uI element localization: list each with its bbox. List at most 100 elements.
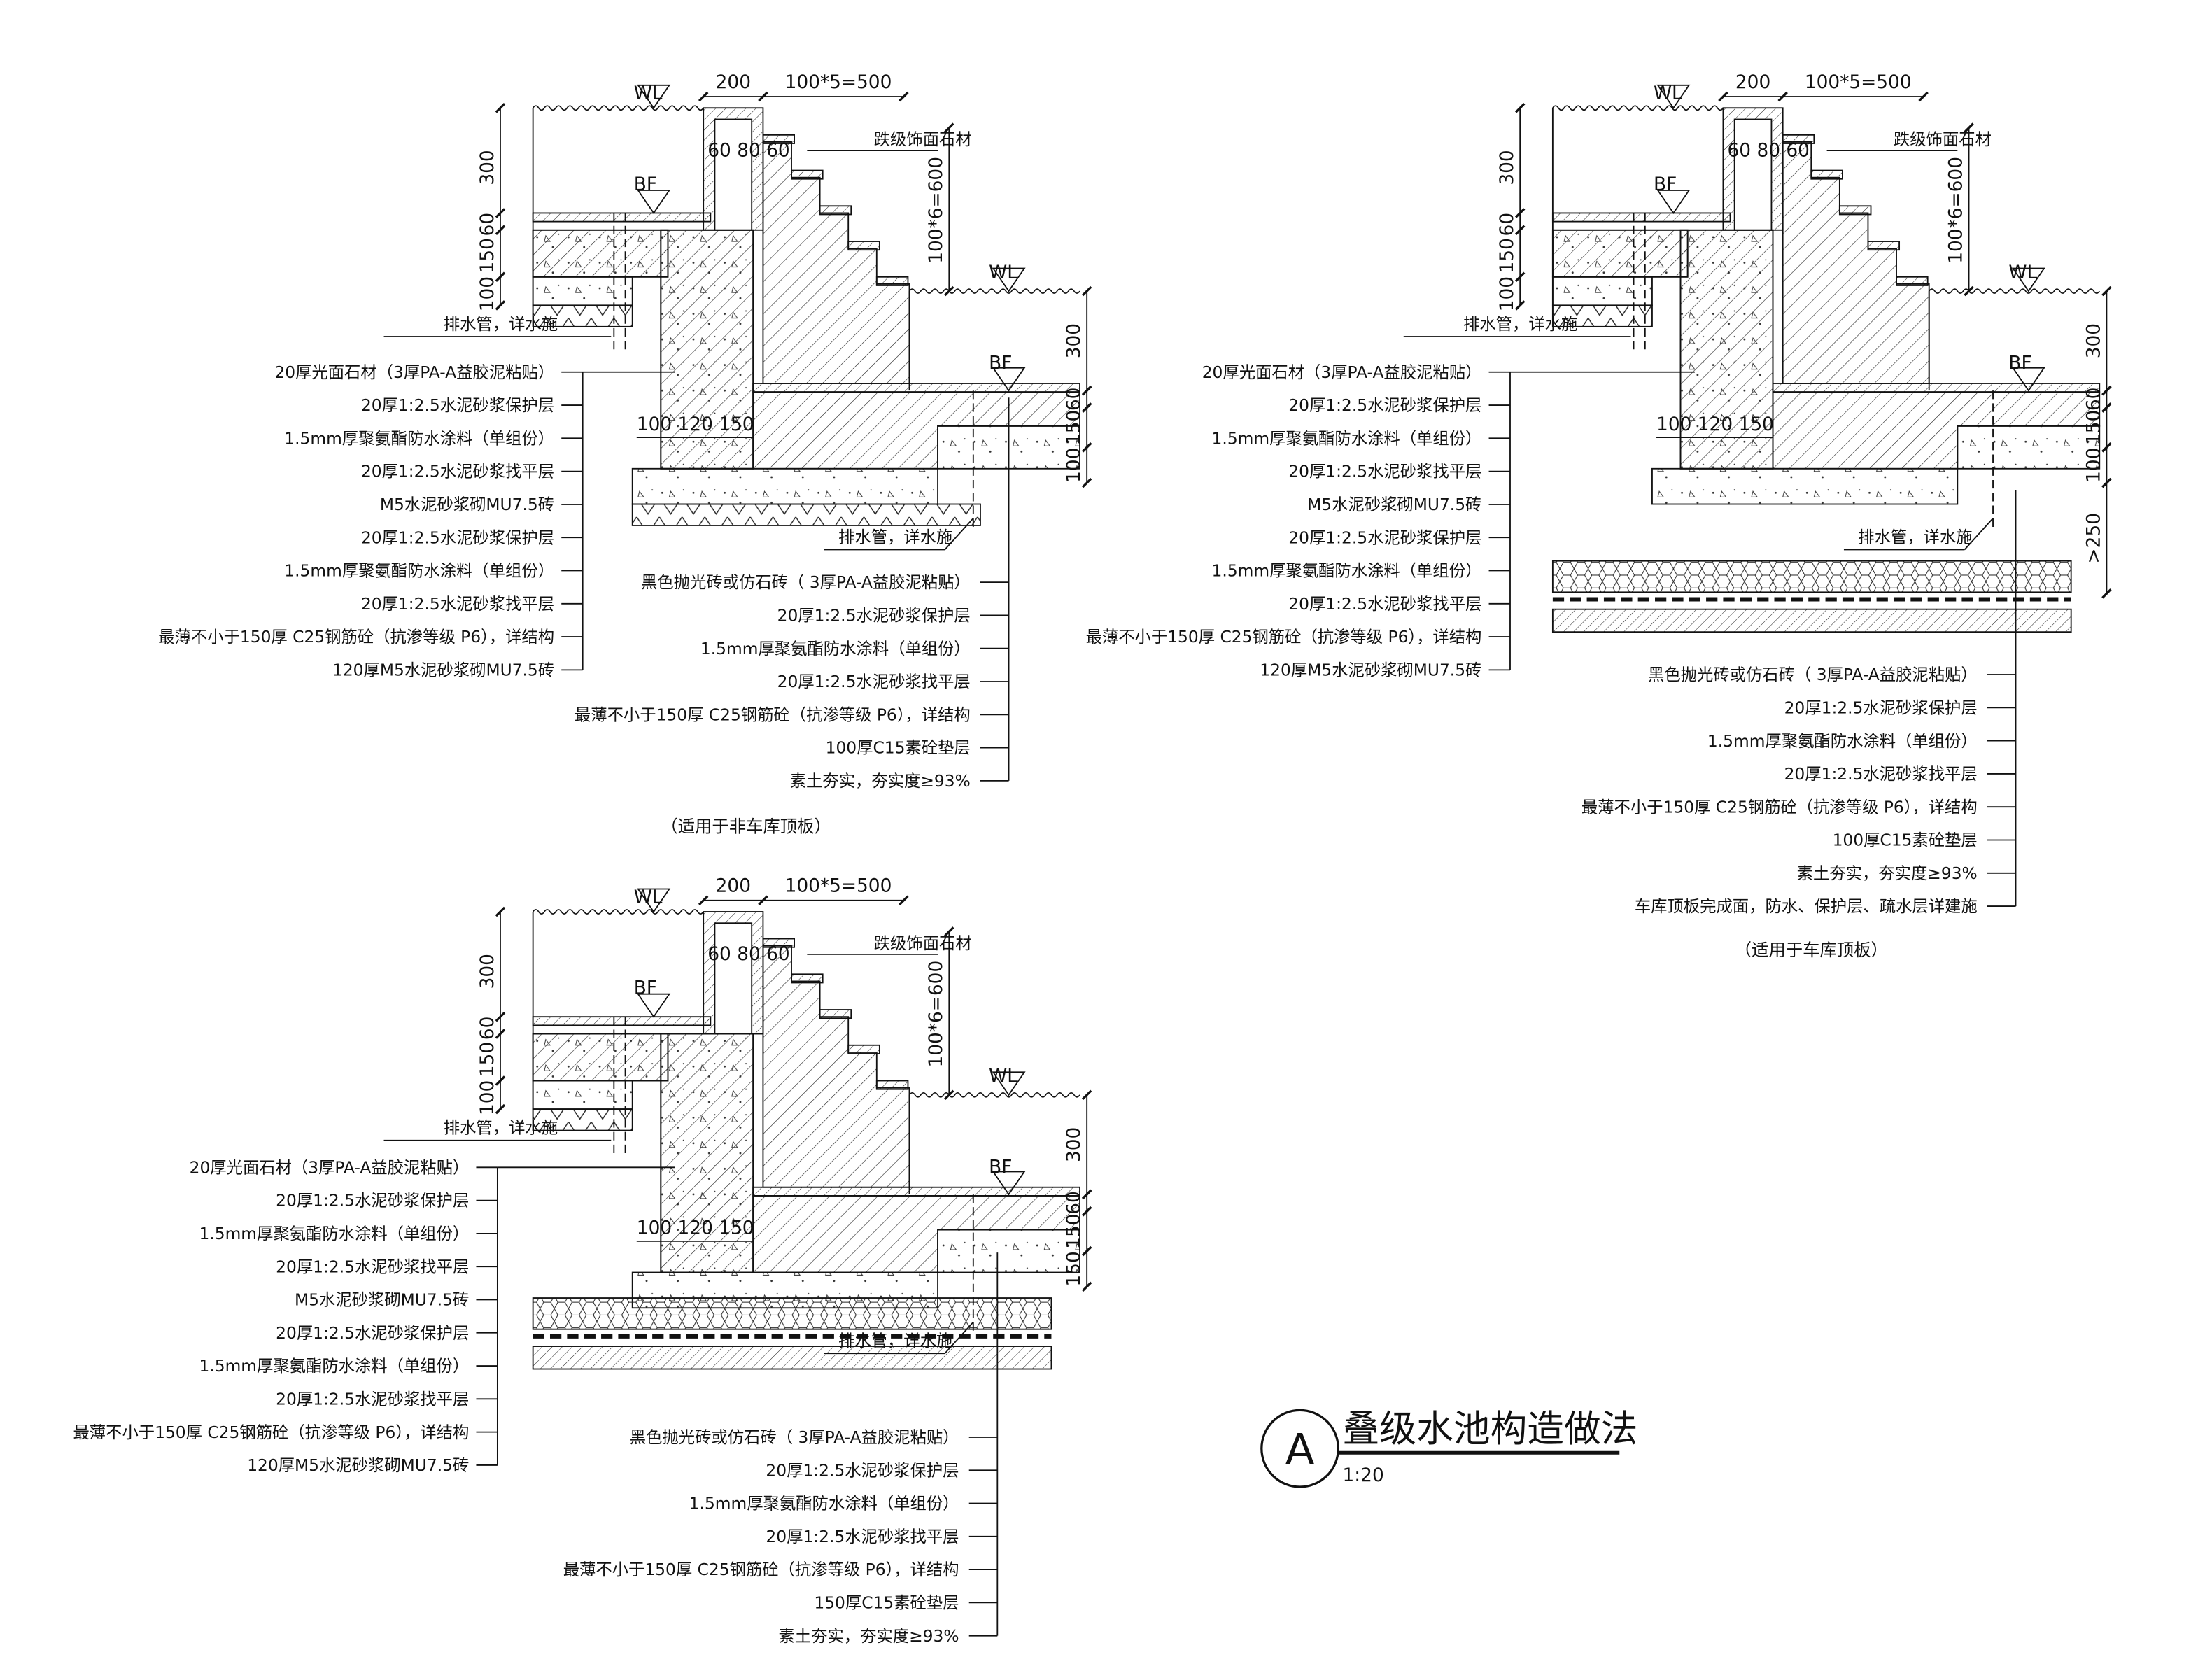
bottom-floor-marker [2011, 367, 2045, 392]
drainage-layer [1551, 560, 2072, 593]
dimension-text: 60 [1497, 213, 1518, 237]
stepped-cascade-block [1782, 141, 1930, 384]
material-callout-left: 20厚1:2.5水泥砂浆找平层 [276, 1389, 469, 1409]
dimension-text: 100 [1064, 448, 1085, 483]
material-callout-right: 黑色抛光砖或仿石砖（ 3厚PA-A益胶泥粘贴） [1648, 665, 1978, 684]
dimension-text: 300 [477, 150, 498, 185]
water-surface [908, 288, 1080, 294]
water-level-mark: WL [989, 1066, 1017, 1087]
dimension-text: 300 [477, 954, 498, 989]
stepped-cascade-block [762, 945, 910, 1188]
material-callout-right: 100厚C15素砼垫层 [826, 738, 971, 758]
upper-floor-finish [532, 1016, 712, 1026]
dimension-tick [899, 895, 909, 905]
material-callout-left: 1.5mm厚聚氨酯防水涂料（单组份） [284, 561, 554, 581]
concrete-wall-aggregate [1679, 229, 1774, 470]
dimension-tick [2101, 285, 2112, 297]
material-callout-left: 1.5mm厚聚氨酯防水涂料（单组份） [1212, 428, 1482, 448]
concrete-wall-aggregate [660, 1033, 754, 1273]
dimension-text: 150 [2083, 410, 2104, 445]
detail-caption: （适用于车库顶板） [1735, 940, 1888, 960]
water-surface [532, 105, 704, 111]
dimension-text: 100 120 150 [637, 414, 754, 435]
dimension-text: 60 [1064, 388, 1085, 411]
water-level-mark: WL [2008, 262, 2037, 283]
dimension-tick [1964, 285, 1974, 297]
dimension-text: 300 [1064, 1127, 1085, 1162]
dimension-text: 100 [477, 1080, 498, 1115]
material-callout-left: 20厚1:2.5水泥砂浆找平层 [276, 1257, 469, 1276]
dimension-tick [495, 1075, 506, 1086]
dimension-tick [495, 1011, 506, 1022]
dimension-text: 150 [1064, 410, 1085, 445]
dimension-text: >250 [2083, 513, 2104, 563]
drain-note: 排水管，详水施 [838, 527, 952, 546]
step-facing-stone [762, 134, 795, 144]
step-facing-stone [791, 169, 824, 180]
dimension-tick [944, 122, 954, 133]
upper-cushion [532, 1080, 633, 1110]
dimension-text: 150 [477, 1042, 498, 1077]
material-callout-left: 120厚M5水泥砂浆砌MU7.5砖 [1260, 660, 1481, 679]
coping-core [714, 922, 753, 1035]
lower-floor-finish [752, 1186, 1080, 1197]
dimension-text: 200 [1735, 72, 1770, 93]
dimension-tick [1081, 442, 1092, 453]
drain-note: 排水管，详水施 [444, 1118, 558, 1138]
dimension-tick [1918, 91, 1929, 102]
dimension-tick [698, 91, 709, 102]
step-facing-stone [875, 1080, 909, 1090]
dimension-text: 60 80 60 [707, 944, 789, 965]
material-callout-left: 20厚1:2.5水泥砂浆保护层 [361, 528, 554, 547]
coping-core [1733, 118, 1773, 231]
material-callout-left: 20厚1:2.5水泥砂浆保护层 [276, 1323, 469, 1343]
dimension-tick [1514, 103, 1526, 113]
garage-roof-slab [1551, 608, 2072, 633]
dimension-text: 200 [716, 876, 751, 897]
material-callout-left: 20厚1:2.5水泥砂浆保护层 [1288, 528, 1481, 547]
stepped-cascade-block [762, 141, 910, 384]
dimension-tick [495, 271, 506, 283]
dimension-text: 60 [477, 213, 498, 237]
detail-3-callouts: 20厚光面石材（3厚PA-A益胶泥粘贴）20厚1:2.5水泥砂浆保护层1.5mm… [73, 1157, 999, 1646]
dimension-tick [1718, 91, 1728, 102]
upper-floor-slab-aggregate [1551, 229, 1689, 278]
leader-line [944, 1321, 974, 1354]
material-callout-right: 素土夯实，夯实度≥93% [778, 1626, 959, 1646]
material-callout-left: 20厚光面石材（3厚PA-A益胶泥粘贴） [190, 1157, 470, 1177]
material-callout-right: 最薄不小于150厚 C25钢筋砼（抗渗等级 P6），详结构 [1581, 797, 1978, 817]
dimension-tick [944, 285, 954, 297]
dimension-tick [1081, 402, 1092, 413]
dimension-text: 100*5=500 [785, 876, 892, 897]
dimension-tick [1081, 1206, 1092, 1217]
coping-core [714, 118, 753, 231]
dimension-text: 200 [716, 72, 751, 93]
dimension-tick [1081, 1089, 1092, 1101]
dimension-text: 100 120 150 [1656, 414, 1774, 435]
material-callout-right: 素土夯实，夯实度≥93% [790, 771, 971, 791]
material-callout-right: 20厚1:2.5水泥砂浆找平层 [1784, 764, 1978, 784]
dimension-text: 150 [477, 238, 498, 273]
bottom-floor-marker [992, 1171, 1026, 1196]
material-callout-right: 1.5mm厚聚氨酯防水涂料（单组份） [700, 639, 971, 658]
step-facing-stone [791, 973, 824, 984]
material-callout-left: 20厚1:2.5水泥砂浆保护层 [276, 1191, 469, 1210]
water-level-marker [992, 267, 1026, 292]
dimension-tick [2101, 442, 2112, 453]
water-level-mark: WL [989, 262, 1017, 283]
material-callout-right: 1.5mm厚聚氨酯防水涂料（单组份） [1707, 731, 1978, 751]
dimension-text: 300 [1497, 150, 1518, 185]
dimension-text: 100*5=500 [1805, 72, 1912, 93]
material-callout-left: 120厚M5水泥砂浆砌MU7.5砖 [247, 1455, 469, 1475]
material-callout-left: 1.5mm厚聚氨酯防水涂料（单组份） [284, 428, 554, 448]
water-level-marker [2011, 267, 2045, 292]
material-callout-right: 最薄不小于150厚 C25钢筋砼（抗渗等级 P6），详结构 [563, 1560, 959, 1579]
dimension-text: 150 [1064, 1251, 1085, 1286]
drawing-scale: 1:20 [1343, 1465, 1384, 1486]
water-level-marker [637, 888, 671, 913]
material-callout-right: 20厚1:2.5水泥砂浆找平层 [777, 672, 971, 691]
water-surface [1552, 105, 1724, 111]
